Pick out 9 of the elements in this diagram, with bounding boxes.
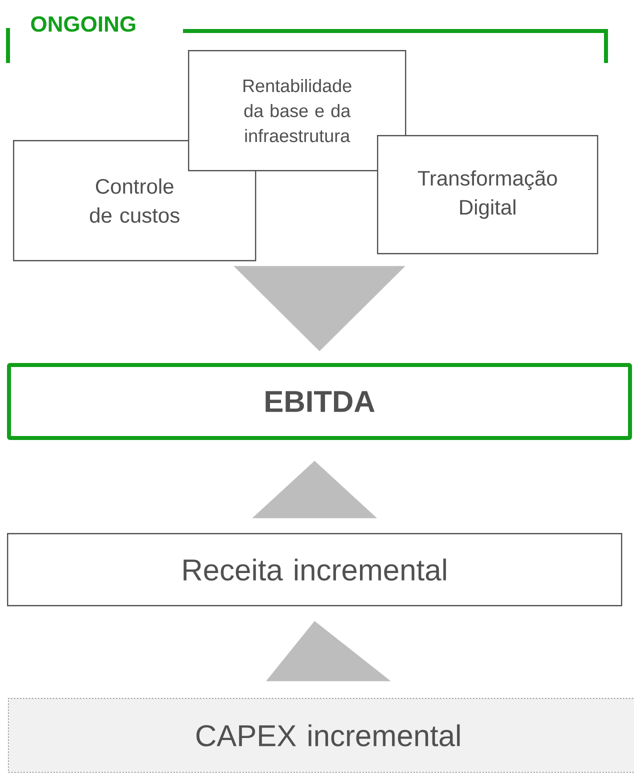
section-heading: ONGOING [31,16,136,32]
input-box: CAPEX incremental [8,698,634,773]
result-box: EBITDA [7,363,632,440]
arrow [252,460,377,518]
process-box: Transformação Digital [377,135,598,254]
arrow [266,621,391,682]
process-box: Rentabilidade da base e da infraestrutura [188,50,406,172]
arrow [234,266,406,352]
process-box: Receita incremental [7,533,622,606]
